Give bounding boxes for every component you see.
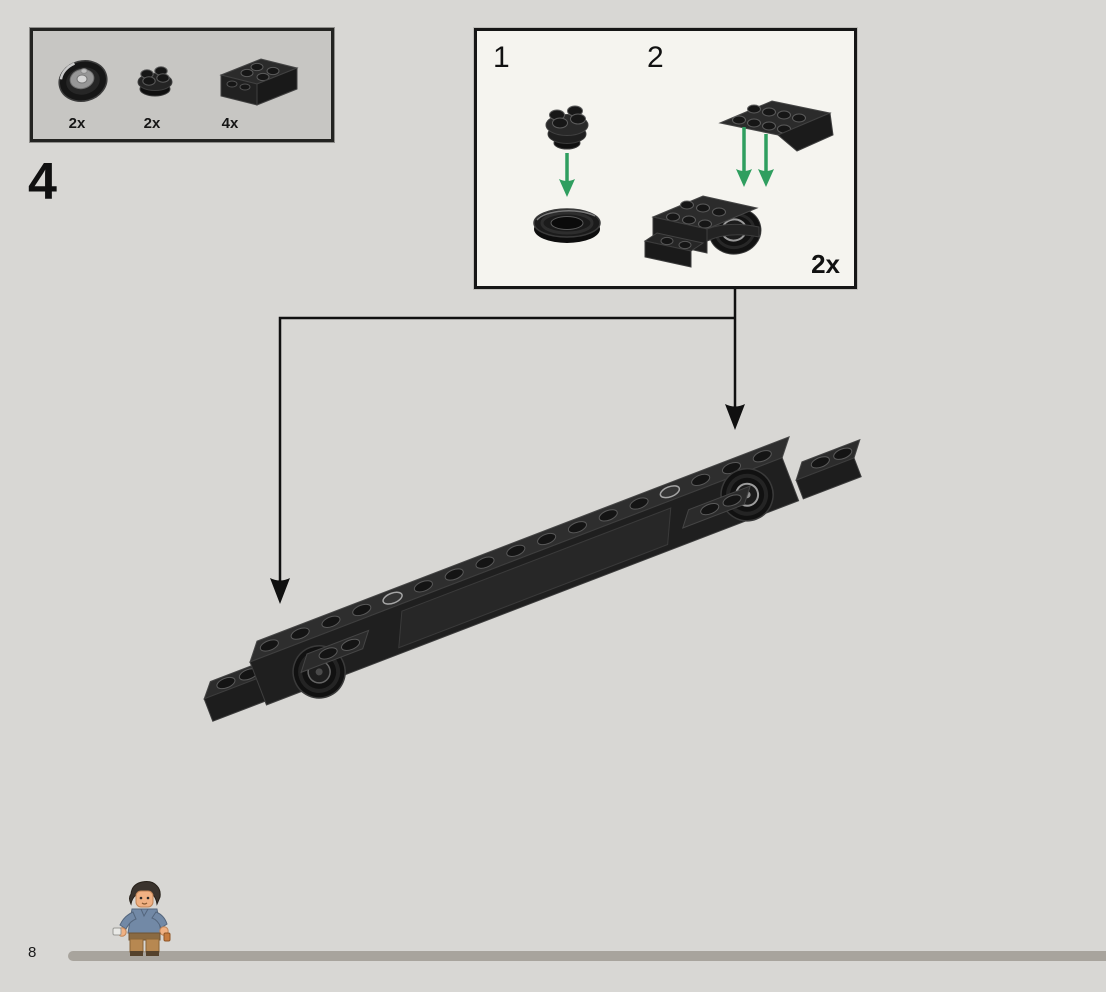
substep-2-label: 2 [647,41,664,74]
minifigure [112,881,171,956]
arrow-head-right-icon [725,404,745,430]
left-end-plate [203,659,270,722]
minifig-legs [128,932,161,956]
parts-illustrations [58,58,299,106]
tire-part-icon [58,59,108,103]
parts-callout-box: 2x 2x 4x [30,28,334,142]
progress-bar [68,951,1106,961]
substep-illustrations [533,100,834,268]
substep1-hub-part [545,105,589,150]
substep2-arrows-icon [736,127,774,187]
substep1-arrow-icon [559,153,575,197]
part-count-tire: 2x [68,115,86,132]
substep2-assembly [643,195,762,268]
minifig-right-arm [151,911,171,942]
minifig-torso [127,908,162,934]
substep-inset-box: 1 2 [474,28,857,289]
page-number: 8 [28,944,37,961]
arrow-head-left-icon [270,578,290,604]
substep1-tire-part [533,208,601,243]
part-count-hub: 2x [143,115,161,132]
left-bracket [300,629,370,674]
substep2-plate-part [718,100,834,152]
right-end-plate [795,438,862,500]
substep-1-label: 1 [493,41,510,74]
beam-body [249,435,800,706]
main-assembly [203,435,862,722]
inset-repeat-count: 2x [811,249,840,279]
part-count-bracket: 4x [221,115,239,132]
wheel-hub-part-icon [137,66,173,97]
step-number: 4 [28,153,57,211]
minifig-head [135,890,154,908]
minifig-left-arm [112,911,137,937]
right-bracket [681,485,751,529]
bracket-part-icon [219,58,299,106]
